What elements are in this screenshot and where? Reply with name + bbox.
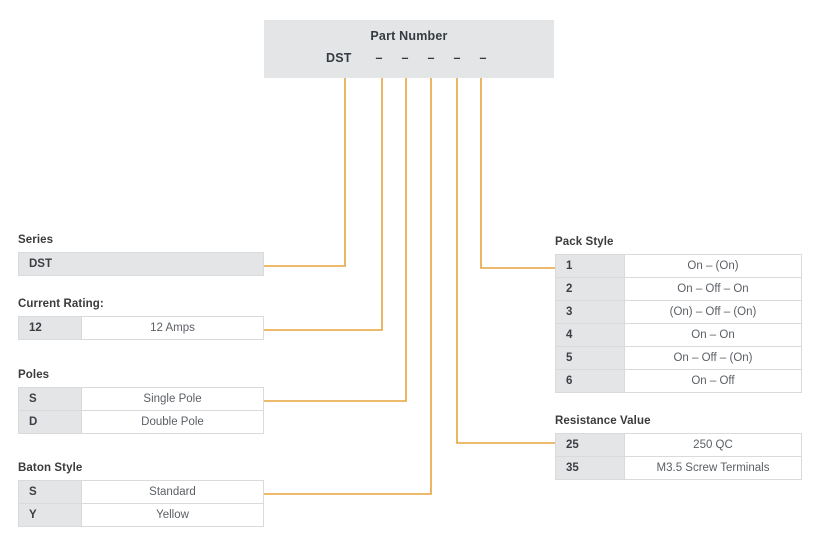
table-row[interactable]: 6 On – Off xyxy=(555,369,802,393)
cell-code: D xyxy=(18,410,82,434)
group-current-rating-title: Current Rating: xyxy=(18,298,104,310)
table-row[interactable]: DST xyxy=(18,252,264,276)
page-title: Part Number xyxy=(370,29,448,43)
table-poles: S Single Pole D Double Pole xyxy=(18,387,264,434)
cell-desc: M3.5 Screw Terminals xyxy=(624,456,802,480)
connector-pack-style xyxy=(480,77,556,269)
table-row[interactable]: 5 On – Off – (On) xyxy=(555,346,802,370)
table-row[interactable]: S Single Pole xyxy=(18,387,264,411)
table-baton-style: S Standard Y Yellow xyxy=(18,480,264,527)
cell-desc: Single Pole xyxy=(81,387,264,411)
group-pack-style: Pack Style 1 On – (On) 2 On – Off – On 3… xyxy=(555,236,802,393)
part-number-dash-3: – xyxy=(427,51,435,65)
cell-code: Y xyxy=(18,503,82,527)
cell-code: 6 xyxy=(555,369,625,393)
group-baton-style-title: Baton Style xyxy=(18,462,83,474)
cell-desc: 12 Amps xyxy=(81,316,264,340)
table-row[interactable]: 12 12 Amps xyxy=(18,316,264,340)
cell-desc: (On) – Off – (On) xyxy=(624,300,802,324)
group-poles: Poles S Single Pole D Double Pole xyxy=(18,369,264,434)
cell-code: 1 xyxy=(555,254,625,278)
group-poles-title: Poles xyxy=(18,369,50,381)
part-number-dash-4: – xyxy=(453,51,461,65)
cell-desc: Double Pole xyxy=(81,410,264,434)
cell-code: 5 xyxy=(555,346,625,370)
table-pack-style: 1 On – (On) 2 On – Off – On 3 (On) – Off… xyxy=(555,254,802,393)
cell-code: 25 xyxy=(555,433,625,457)
table-current-rating: 12 12 Amps xyxy=(18,316,264,340)
connector-baton-style xyxy=(263,77,432,495)
cell-desc: On – Off xyxy=(624,369,802,393)
group-resistance-value: Resistance Value 25 250 QC 35 M3.5 Screw… xyxy=(555,415,802,480)
cell-code: 3 xyxy=(555,300,625,324)
part-number-header: Part Number DST – – – – – xyxy=(264,20,554,78)
cell-code: S xyxy=(18,387,82,411)
cell-code: 35 xyxy=(555,456,625,480)
part-number-series-code: DST xyxy=(326,51,352,65)
cell-code: 2 xyxy=(555,277,625,301)
cell-code: 4 xyxy=(555,323,625,347)
table-row[interactable]: 1 On – (On) xyxy=(555,254,802,278)
table-row[interactable]: 25 250 QC xyxy=(555,433,802,457)
table-series: DST xyxy=(18,252,264,276)
table-row[interactable]: Y Yellow xyxy=(18,503,264,527)
connector-poles xyxy=(263,77,407,402)
cell-code: 12 xyxy=(18,316,82,340)
part-number-dash-1: – xyxy=(375,51,383,65)
cell-code: DST xyxy=(18,252,264,276)
group-baton-style: Baton Style S Standard Y Yellow xyxy=(18,462,264,527)
cell-desc: 250 QC xyxy=(624,433,802,457)
group-series: Series DST xyxy=(18,234,264,276)
cell-code: S xyxy=(18,480,82,504)
table-row[interactable]: 2 On – Off – On xyxy=(555,277,802,301)
connector-resistance-value xyxy=(456,77,556,444)
cell-desc: Standard xyxy=(81,480,264,504)
part-number-code-row: DST – – – – – xyxy=(264,51,554,75)
table-row[interactable]: S Standard xyxy=(18,480,264,504)
table-row[interactable]: 4 On – On xyxy=(555,323,802,347)
table-row[interactable]: 35 M3.5 Screw Terminals xyxy=(555,456,802,480)
group-series-title: Series xyxy=(18,234,54,246)
table-row[interactable]: 3 (On) – Off – (On) xyxy=(555,300,802,324)
connector-current-rating xyxy=(263,77,383,331)
connector-series xyxy=(263,77,346,267)
table-resistance-value: 25 250 QC 35 M3.5 Screw Terminals xyxy=(555,433,802,480)
group-pack-style-title: Pack Style xyxy=(555,236,614,248)
part-number-dash-2: – xyxy=(401,51,409,65)
part-number-dash-5: – xyxy=(479,51,487,65)
cell-desc: Yellow xyxy=(81,503,264,527)
group-resistance-value-title: Resistance Value xyxy=(555,415,651,427)
table-row[interactable]: D Double Pole xyxy=(18,410,264,434)
cell-desc: On – On xyxy=(624,323,802,347)
cell-desc: On – Off – On xyxy=(624,277,802,301)
group-current-rating: Current Rating: 12 12 Amps xyxy=(18,298,264,340)
cell-desc: On – Off – (On) xyxy=(624,346,802,370)
cell-desc: On – (On) xyxy=(624,254,802,278)
